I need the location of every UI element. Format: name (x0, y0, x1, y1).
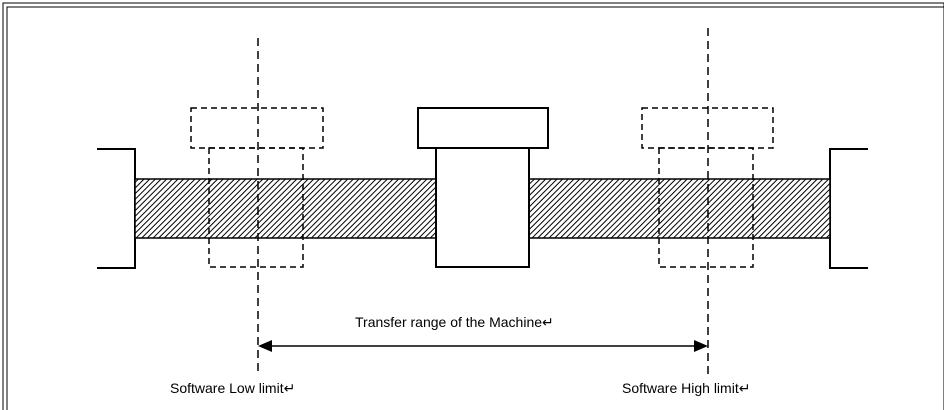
left-end-stop (97, 148, 136, 269)
arrow-head-left (258, 340, 272, 352)
transfer-range-label: Transfer range of the Machine↵ (355, 314, 554, 330)
right-end-stop (829, 148, 868, 269)
rail-left-segment (134, 178, 437, 239)
transfer-range-arrow (258, 340, 708, 352)
rail-right-segment (528, 178, 831, 239)
center-carriage (417, 107, 549, 268)
software-high-limit-label: Software High limit↵ (622, 380, 750, 396)
low-limit-carriage-outline (190, 107, 324, 268)
carriage-top-block (417, 107, 549, 149)
software-low-limit-label: Software Low limit↵ (170, 380, 295, 396)
arrow-head-right (694, 340, 708, 352)
carriage-body (435, 147, 530, 268)
